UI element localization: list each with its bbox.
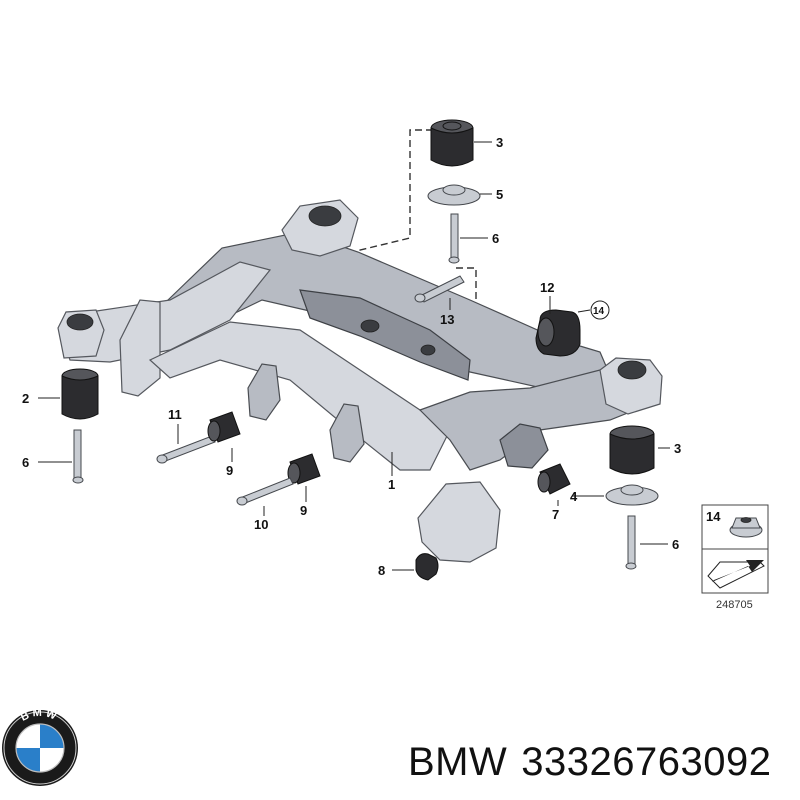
bolt-11 — [156, 435, 216, 464]
washer-5 — [427, 184, 481, 206]
arrow-icon — [707, 560, 765, 589]
bushing-9-upper — [207, 411, 241, 443]
washer-4 — [605, 484, 659, 506]
callout-14: 14 — [593, 306, 605, 317]
logo-letters: BMW — [19, 707, 61, 724]
callout-8: 8 — [378, 563, 385, 578]
callout-6-right: 6 — [672, 537, 679, 552]
callout-11: 11 — [168, 407, 182, 422]
callout-14-circle — [590, 300, 610, 320]
bolt-6-right — [625, 515, 637, 570]
bushing-9-lower — [287, 453, 321, 485]
callout-1: 1 — [388, 477, 395, 492]
callout-10: 10 — [254, 517, 268, 532]
subframe-mount-2 — [61, 368, 99, 420]
bushing-12 — [535, 309, 581, 357]
callout-9-upper: 9 — [226, 463, 233, 478]
bolt-13 — [414, 275, 465, 303]
callout-13: 13 — [440, 312, 454, 327]
callout-3-top: 3 — [496, 135, 503, 150]
flange-nut-icon — [729, 517, 763, 538]
callout-2: 2 — [22, 391, 29, 406]
subframe-mount-3-right — [609, 425, 655, 475]
footer-brand: BMW — [408, 740, 508, 784]
callout-6-left: 6 — [22, 455, 29, 470]
callout-5: 5 — [496, 187, 503, 202]
callout-12: 12 — [540, 280, 554, 295]
callout-3-right: 3 — [674, 441, 681, 456]
reference-lines — [351, 129, 477, 352]
inset-callout-14: 14 — [706, 509, 721, 524]
callout-9-lower: 9 — [300, 503, 307, 518]
callout-6-top: 6 — [492, 231, 499, 246]
bolt-6-top — [448, 213, 460, 264]
footer-caption: BMW 33326763092 — [408, 740, 785, 785]
inset-box: 14 248705 — [701, 504, 769, 611]
footer-part-number: 33326763092 — [521, 740, 772, 784]
callout-labels: 3 5 6 13 12 14 2 6 11 9 1 3 4 7 9 10 6 8 — [22, 135, 681, 578]
bushing-8 — [415, 553, 439, 581]
bmw-logo: BMW — [2, 707, 78, 786]
bolt-10 — [236, 477, 294, 506]
leader-lines — [38, 141, 670, 571]
bushing-7 — [537, 463, 571, 495]
rear-subframe — [57, 199, 663, 563]
inset-number: 248705 — [716, 599, 753, 611]
subframe-mount-3-top — [430, 119, 474, 167]
bolt-6-left — [72, 429, 84, 484]
callout-4: 4 — [570, 489, 578, 504]
callout-7: 7 — [552, 507, 559, 522]
